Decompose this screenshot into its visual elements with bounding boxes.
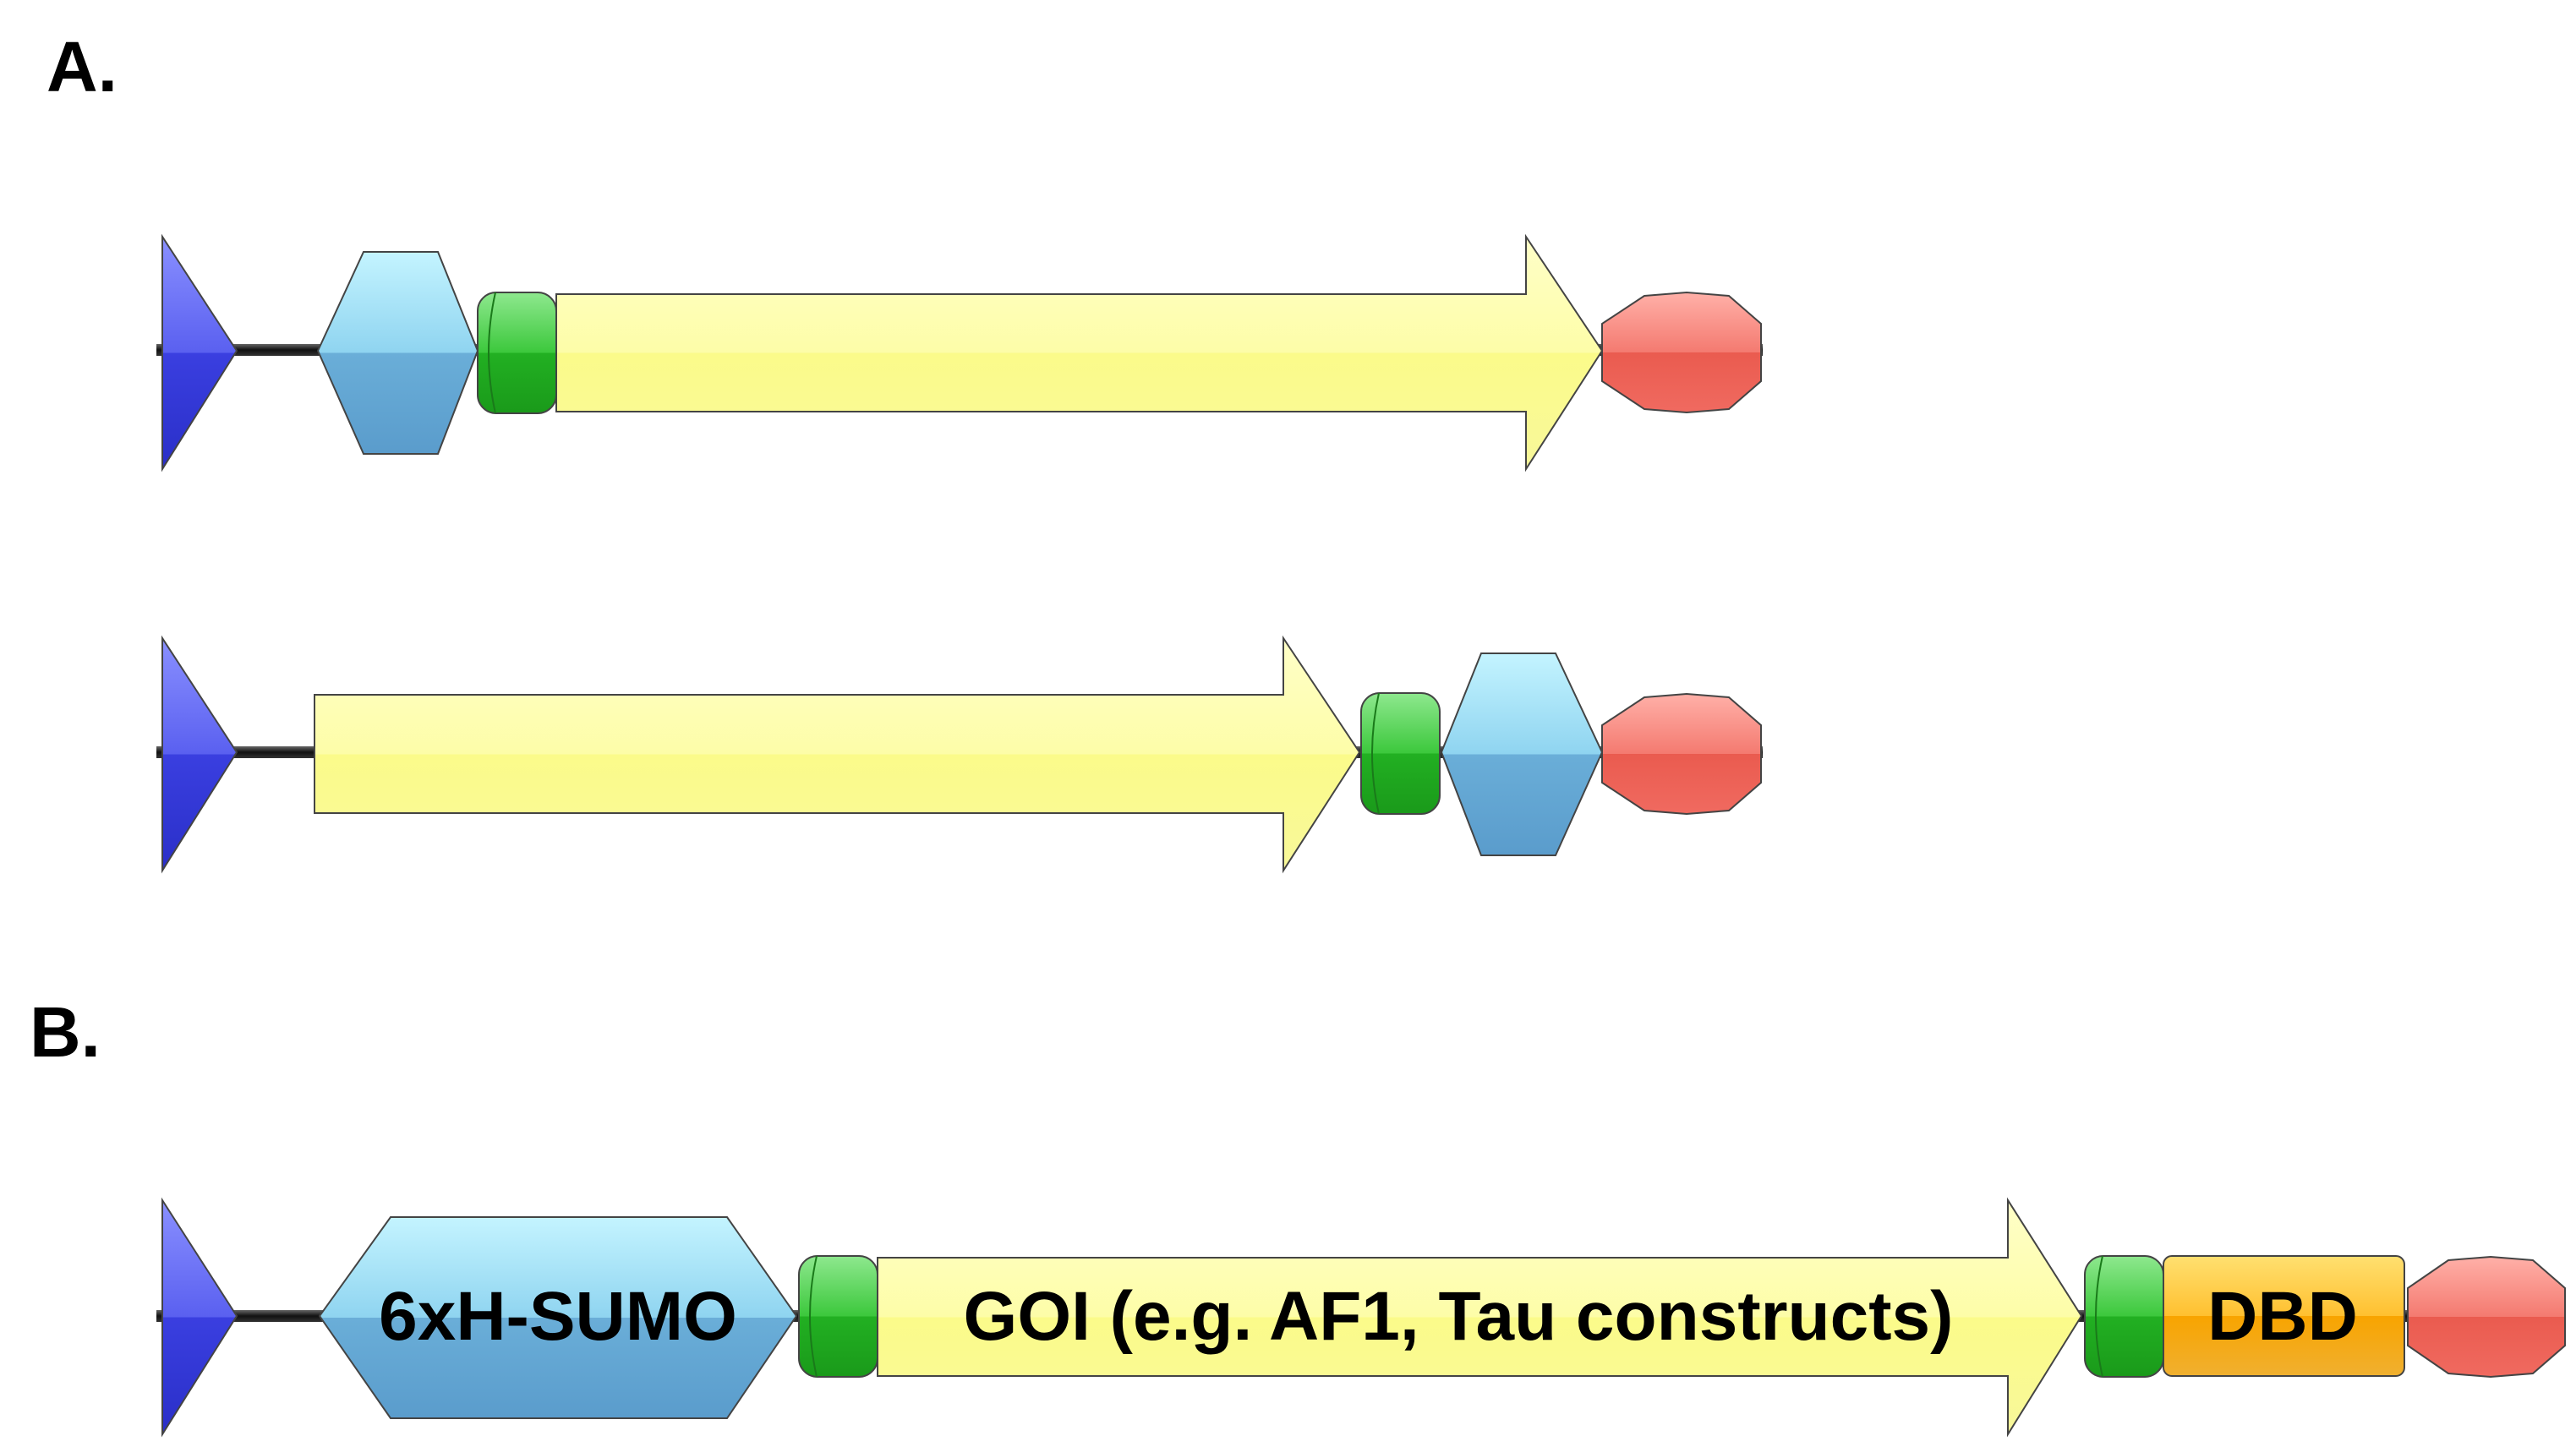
goi-label: GOI (e.g. AF1, Tau constructs) bbox=[964, 1278, 1954, 1355]
linker-edge bbox=[809, 1255, 818, 1378]
construct-a2 bbox=[156, 635, 1763, 874]
promoter-icon bbox=[161, 1197, 238, 1438]
linker-edge bbox=[1371, 692, 1380, 815]
goi-arrow bbox=[555, 233, 1604, 472]
sumo-label: 6xH-SUMO bbox=[379, 1278, 737, 1355]
goi-arrow bbox=[877, 1197, 2083, 1438]
panel-b-label: B. bbox=[30, 992, 101, 1072]
goi-arrow bbox=[314, 635, 1361, 874]
terminator-icon bbox=[1601, 692, 1762, 816]
sumo-tag-icon bbox=[1440, 653, 1604, 856]
terminator-icon bbox=[2407, 1255, 2566, 1379]
construct-b: 6xH-SUMO GOI (e.g. AF1, Tau constructs) … bbox=[156, 1197, 2566, 1438]
promoter-icon bbox=[161, 233, 238, 472]
promoter-icon bbox=[161, 635, 238, 874]
dbd-box bbox=[2163, 1255, 2405, 1377]
linker-edge bbox=[2095, 1255, 2103, 1378]
linker-icon bbox=[1360, 692, 1441, 815]
terminator-icon bbox=[1601, 291, 1762, 414]
sumo-tag-icon bbox=[318, 1216, 798, 1419]
dbd-label: DBD bbox=[2207, 1278, 2358, 1355]
sumo-tag-icon bbox=[316, 251, 479, 455]
panel-a-label: A. bbox=[46, 27, 118, 106]
linker-edge bbox=[488, 292, 496, 414]
construct-a1 bbox=[156, 233, 1763, 472]
